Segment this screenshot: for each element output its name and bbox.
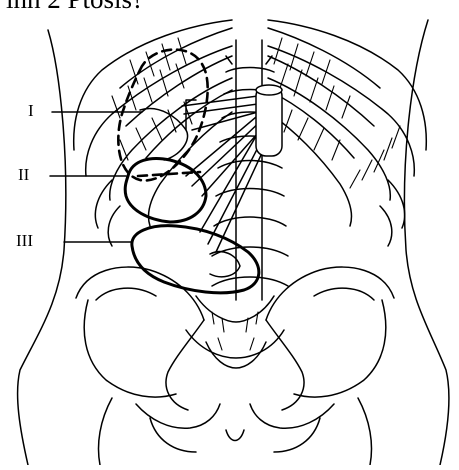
vertebral-column (212, 40, 288, 300)
kidney-ptosis-2 (125, 159, 206, 222)
label-position-i: I (28, 102, 34, 119)
label-position-iii: III (16, 232, 33, 249)
kidney-ptosis-3 (132, 226, 259, 293)
pelvis (76, 267, 394, 465)
label-position-ii: II (18, 166, 29, 183)
caption-text: ình 2 Ptosis? (6, 0, 144, 13)
great-vessel (256, 85, 282, 156)
kidney-normal-outline (118, 50, 207, 181)
kidney-positions (118, 50, 259, 293)
rib-cage (74, 20, 427, 246)
